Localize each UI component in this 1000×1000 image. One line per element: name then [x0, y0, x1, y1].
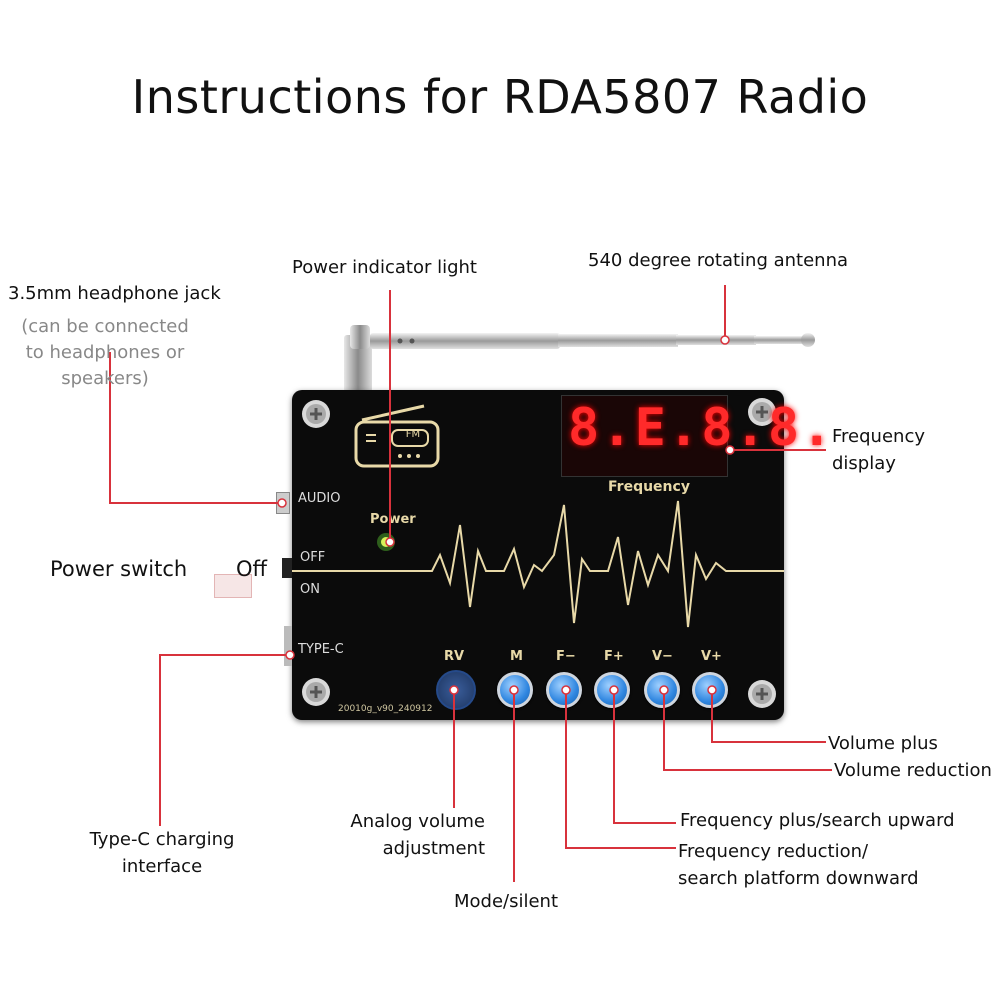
- board-button-label: V−: [652, 649, 673, 664]
- board-button-label: V+: [701, 649, 722, 664]
- screw-icon: [302, 678, 330, 706]
- label-volume-reduction: Volume reduction: [834, 760, 992, 781]
- page-title: Instructions for RDA5807 Radio: [131, 70, 869, 124]
- switch-slider[interactable]: [214, 574, 252, 598]
- label-off: Off: [236, 557, 267, 581]
- radio-icon: [354, 404, 440, 468]
- frequency-display: [561, 395, 728, 477]
- board-button-label: M: [510, 649, 523, 664]
- screw-icon: [748, 680, 776, 708]
- board-power-label: Power: [370, 512, 416, 527]
- label-analog-volume: Analog volume adjustment: [350, 811, 485, 859]
- segment-digits: 8.E.8.8.: [568, 398, 835, 458]
- label-headphone-jack: 3.5mm headphone jack: [8, 283, 221, 304]
- board-button-label: F+: [604, 649, 624, 664]
- label-frequency-display: Frequency display: [832, 426, 925, 474]
- fm-label: FM: [405, 429, 421, 440]
- board-model-label: 20010g_v90_240912: [338, 704, 433, 714]
- screw-icon: [748, 398, 776, 426]
- wave-graphic: [292, 500, 784, 628]
- board-audio-label: AUDIO: [298, 491, 341, 506]
- label-volume-plus: Volume plus: [828, 733, 938, 754]
- board-off-label: OFF: [300, 550, 326, 565]
- label-freq-plus: Frequency plus/search upward: [680, 810, 955, 831]
- board-button-label: RV: [444, 649, 465, 664]
- board-button-label: F−: [556, 649, 576, 664]
- board-frequency-label: Frequency: [608, 479, 690, 495]
- label-antenna: 540 degree rotating antenna: [588, 250, 849, 271]
- typec-port: [284, 626, 292, 666]
- label-mode-silent: Mode/silent: [454, 891, 559, 912]
- label-type-c: Type-C charging interface: [89, 829, 235, 877]
- antenna-illustration: [344, 325, 815, 393]
- label-freq-reduction: Frequency reduction/ search platform dow…: [678, 841, 919, 889]
- label-power-switch: Power switch: [50, 557, 188, 581]
- label-power-indicator: Power indicator light: [292, 257, 477, 278]
- screw-icon: [302, 400, 330, 428]
- board-on-label: ON: [300, 582, 320, 597]
- label-headphone-note: (can be connected to headphones or speak…: [21, 316, 189, 389]
- board-typec-label: TYPE-C: [298, 642, 344, 657]
- power-switch[interactable]: [282, 558, 292, 578]
